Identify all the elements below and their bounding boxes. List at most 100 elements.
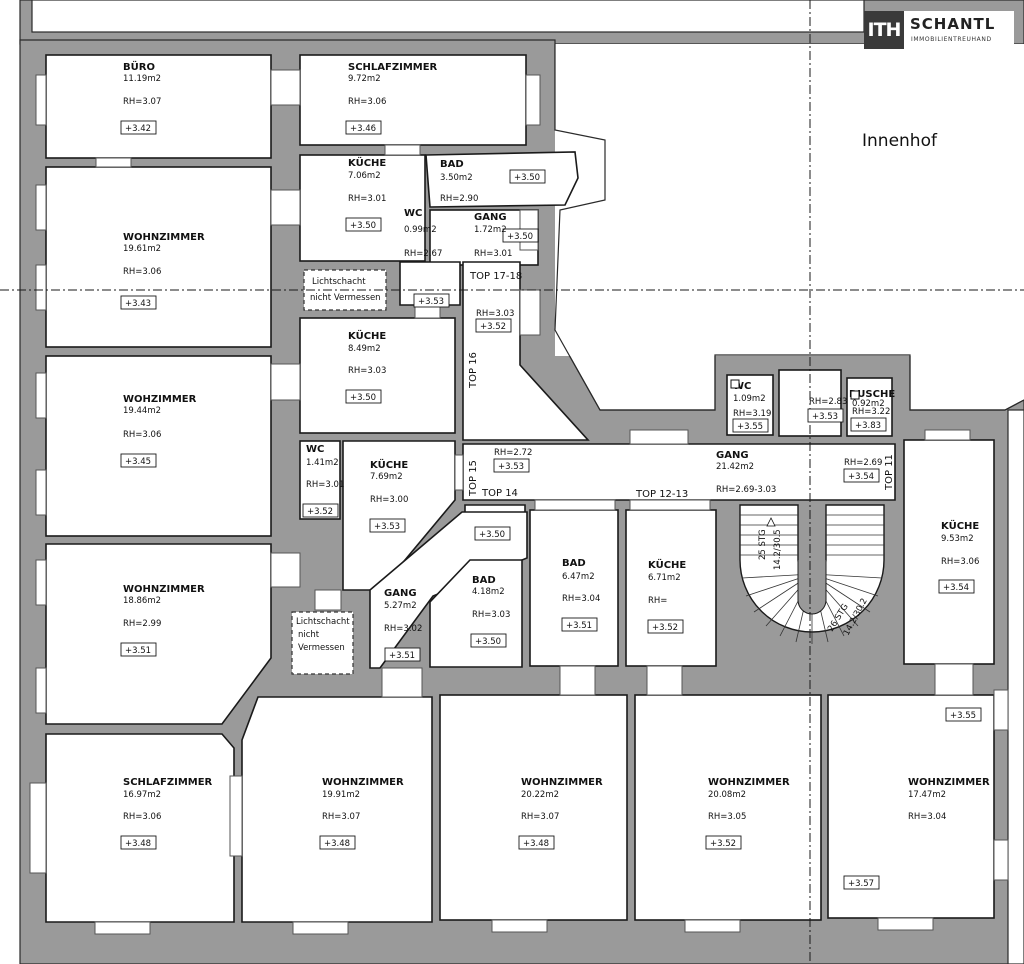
stair-label-2: 14.2/30.5 xyxy=(773,529,783,570)
lichtschacht-1-line2: nicht Vermessen xyxy=(310,293,381,303)
room-name-gang2: GANG xyxy=(384,588,417,599)
room-height-wohn2: RH=3.06 xyxy=(123,430,161,440)
hall-level-box-2-value: +3.50 xyxy=(479,530,505,540)
top-14-label: TOP 14 xyxy=(481,488,518,499)
room-level-wohn3: +3.51 xyxy=(120,642,157,657)
room-height-gang3: RH=2.69-3.03 xyxy=(716,485,776,495)
room-area-wohn5: 20.22m2 xyxy=(521,790,559,800)
lichtschacht-2-line3: Vermessen xyxy=(298,643,345,653)
top-15-label: TOP 15 xyxy=(468,460,479,497)
level-boxes: +3.42+3.46+3.43+3.50+3.50+3.50+3.45+3.50… xyxy=(120,120,982,890)
room-area-wohn7: 17.47m2 xyxy=(908,790,946,800)
hall-level-box-1: +3.53 xyxy=(493,458,530,473)
kueche5-level-box-2-value: +3.55 xyxy=(950,711,976,721)
room-level-kueche5: +3.54 xyxy=(938,579,975,594)
room-area-gang2: 5.27m2 xyxy=(384,601,417,611)
room-name-gang1: GANG xyxy=(474,212,507,223)
hall-level-box-3: +3.53 xyxy=(807,408,844,423)
room-level-schlaf2: +3.48 xyxy=(120,835,157,850)
room-level-bad2-value: +3.50 xyxy=(475,637,501,647)
room-area-wc1: 0.99m2 xyxy=(404,225,437,235)
room-area-wohn3: 18.86m2 xyxy=(123,596,161,606)
room-level-kueche1: +3.50 xyxy=(345,217,382,232)
room-area-schlaf1: 9.72m2 xyxy=(348,74,381,84)
room-level-kueche3: +3.53 xyxy=(369,518,406,533)
room-area-dusche: 0.92m2 xyxy=(852,399,885,409)
dusche-checkbox-symbol xyxy=(850,390,860,400)
room-name-kueche3: KÜCHE xyxy=(370,457,408,471)
room-name-wc3: WC xyxy=(733,381,751,392)
hall-level-box-2-frame xyxy=(474,526,511,541)
room-level-kueche4: +3.52 xyxy=(647,619,684,634)
room-height-dusche: RH=3.22 xyxy=(852,407,890,417)
room-name-wohn2: WOHZIMMER xyxy=(123,394,197,405)
room-shapes xyxy=(45,54,995,923)
room-level-wohn2-frame xyxy=(120,453,157,468)
room-level-gang1-frame xyxy=(502,228,539,243)
room-name-kueche4: KÜCHE xyxy=(648,557,686,571)
room-level-schlaf1: +3.46 xyxy=(345,120,382,135)
room-level-kueche2-frame xyxy=(345,389,382,404)
room-name-schlaf1: SCHLAFZIMMER xyxy=(348,62,438,73)
corridor-level-box-frame xyxy=(475,318,512,333)
lichtschacht-2-line2: nicht xyxy=(298,630,320,640)
room-level-schlaf2-frame xyxy=(120,835,157,850)
openings xyxy=(29,69,1009,935)
room-level-gang2: +3.51 xyxy=(384,647,421,662)
logo-name: SCHANTL xyxy=(910,15,996,33)
room-level-gang1: +3.50 xyxy=(502,228,539,243)
room-level-wc3-value: +3.55 xyxy=(737,422,763,432)
room-name-wc2: WC xyxy=(306,444,324,455)
hall-level-box-4: +3.54 xyxy=(843,468,880,483)
room-level-kueche4-frame xyxy=(647,619,684,634)
room-height-schlaf1: RH=3.06 xyxy=(348,97,386,107)
room-height-kueche4: RH= xyxy=(648,596,667,606)
room-level-wc3: +3.55 xyxy=(732,418,769,433)
room-name-wohn6: WOHNZIMMER xyxy=(708,777,790,788)
room-name-wc1: WC xyxy=(404,208,422,219)
room-level-wc3-frame xyxy=(732,418,769,433)
room-level-wohn2: +3.45 xyxy=(120,453,157,468)
room-level-wohn7-value: +3.57 xyxy=(848,879,874,889)
room-height-wohn4: RH=3.07 xyxy=(322,812,360,822)
room-level-schlaf1-frame xyxy=(345,120,382,135)
stair-label-1: 25 STG xyxy=(758,529,768,560)
shaft-level-box: +3.53 xyxy=(413,293,450,308)
lichtschacht-2 xyxy=(291,611,354,675)
room-level-wohn6-frame xyxy=(705,835,742,850)
room-level-wohn1-frame xyxy=(120,295,157,310)
room-name-bad1: BAD xyxy=(440,159,464,170)
hall-level-box-2: +3.50 xyxy=(474,526,511,541)
room-height-schlaf2: RH=3.06 xyxy=(123,812,161,822)
room-level-bad2: +3.50 xyxy=(470,633,507,648)
wc-checkbox-symbol xyxy=(730,379,740,389)
room-level-kueche5-value: +3.54 xyxy=(943,583,969,593)
room-area-wc2: 1.41m2 xyxy=(306,458,339,468)
room-level-wc2-value: +3.52 xyxy=(307,507,333,517)
corridor-rh: RH=3.03 xyxy=(476,309,514,319)
shaft-level-box-value: +3.53 xyxy=(418,297,444,307)
room-name-wohn7: WOHNZIMMER xyxy=(908,777,990,788)
hall-rh-2: RH=2.83 xyxy=(809,397,847,407)
room-level-kueche2: +3.50 xyxy=(345,389,382,404)
room-name-wohn4: WOHNZIMMER xyxy=(322,777,404,788)
room-labels: BÜRO11.19m2RH=3.07SCHLAFZIMMER9.72m2RH=3… xyxy=(123,59,990,822)
kueche5-level-box-2: +3.55 xyxy=(945,707,982,722)
room-level-wohn1-value: +3.43 xyxy=(125,299,151,309)
room-name-kueche2: KÜCHE xyxy=(348,328,386,342)
room-name-wohn1: WOHNZIMMER xyxy=(123,232,205,243)
staircase xyxy=(739,504,885,644)
room-name-bad2: BAD xyxy=(472,575,496,586)
room-name-kueche1: KÜCHE xyxy=(348,155,386,169)
company-logo: ITH SCHANTL IMMOBILIENTREUHAND xyxy=(864,11,1014,51)
room-level-wc2: +3.52 xyxy=(302,503,339,518)
hall-level-box-3-value: +3.53 xyxy=(812,412,838,422)
room-area-wc3: 1.09m2 xyxy=(733,394,766,404)
logo-mark: ITH xyxy=(864,11,904,49)
room-level-wohn5: +3.48 xyxy=(518,835,555,850)
room-level-wohn3-value: +3.51 xyxy=(125,646,151,656)
hall-level-box-3-frame xyxy=(807,408,844,423)
room-level-wohn7: +3.57 xyxy=(843,875,880,890)
room-level-bad1-frame xyxy=(509,169,546,184)
